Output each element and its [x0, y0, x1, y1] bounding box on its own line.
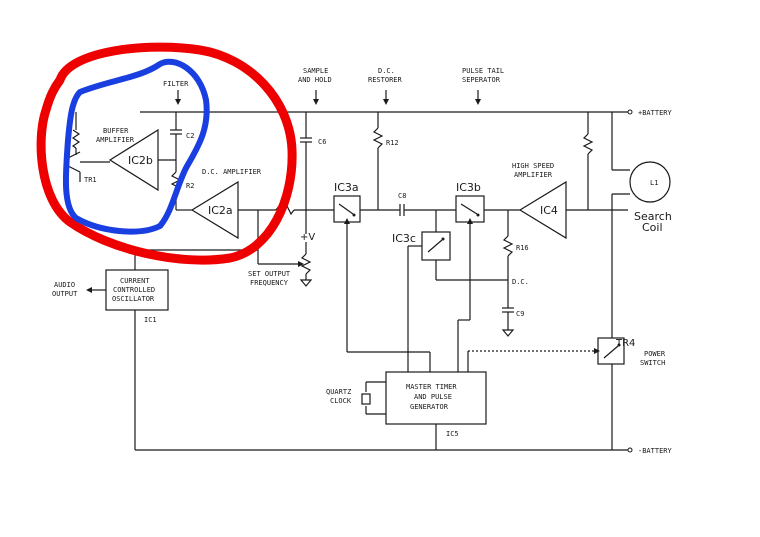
master-label-2: AND PULSE — [414, 393, 452, 401]
c9-label: C9 — [516, 310, 524, 318]
master-label-3: GENERATOR — [410, 403, 449, 411]
master-label: MASTER TIMER — [406, 383, 457, 391]
switch-ic3b: IC3b — [455, 181, 520, 372]
dc-amp-label: D.C. AMPLIFIER — [202, 168, 262, 176]
frequency-pot: +V SET OUTPUT FREQUENCY — [248, 232, 315, 287]
quartz-label: QUARTZ — [326, 388, 351, 396]
cco-label-3: OSCILLATOR — [112, 295, 155, 303]
ic1-label: IC1 — [144, 316, 157, 324]
high-speed-amplifier: IC4 HIGH SPEED AMPLIFIER — [512, 162, 628, 240]
capacitor-c2: C2 — [170, 112, 194, 160]
c2-label: C2 — [186, 132, 194, 140]
switch-ic3a: IC3a — [333, 181, 431, 372]
tr4-label: TR4 — [615, 338, 635, 349]
ic3c-label: IC3c — [392, 232, 416, 245]
buffer-amplifier: TR1 IC2b BUFFER AMPLIFIER — [67, 112, 176, 192]
buffer-label-2: AMPLIFIER — [96, 136, 135, 144]
dc-node-label: D.C. — [512, 278, 529, 286]
c8-label: C8 — [398, 192, 406, 200]
search-coil-label-2: Coil — [642, 221, 663, 234]
dc-amplifier: IC2a D.C. AMPLIFIER — [176, 168, 334, 248]
resistor-r16: R16 D.C. C9 — [501, 210, 529, 337]
negative-rail: -BATTERY — [135, 447, 673, 455]
r12-label: R12 — [386, 139, 399, 147]
battery-neg-label: -BATTERY — [638, 447, 673, 455]
dc-restorer-label-2: RESTORER — [368, 76, 403, 84]
power-switch-label-2: SWITCH — [640, 359, 665, 367]
l1-label: L1 — [650, 179, 658, 187]
r2-label: R2 — [186, 182, 194, 190]
ic3a-label: IC3a — [334, 181, 359, 194]
sample-hold-label-2: AND HOLD — [298, 76, 332, 84]
pulse-tail-label: PULSE TAIL — [462, 67, 504, 75]
dc-restorer-label: D.C. — [378, 67, 395, 75]
positive-rail: +BATTERY — [140, 109, 673, 117]
ic4-label: IC4 — [540, 204, 558, 217]
cco-label: CURRENT — [120, 277, 150, 285]
pulse-tail-label-2: SEPERATOR — [462, 76, 501, 84]
ic2b-label: IC2b — [128, 154, 153, 167]
c6-label: C6 — [318, 138, 326, 146]
resistor-r12: R12 — [372, 112, 399, 210]
blue-annotation-outline — [62, 58, 210, 235]
hs-amp-label: HIGH SPEED — [512, 162, 554, 170]
filter-label: FILTER — [163, 80, 189, 88]
power-switch-tr4: TR4 POWER SWITCH — [467, 337, 666, 450]
power-switch-label: POWER — [644, 350, 666, 358]
sample-hold-label: SAMPLE — [303, 67, 328, 75]
ic3b-label: IC3b — [456, 181, 481, 194]
current-controlled-oscillator: CURRENT CONTROLLED OSCILLATOR IC1 AUDIO … — [52, 249, 258, 450]
battery-pos-label: +BATTERY — [638, 109, 673, 117]
ic5-label: IC5 — [446, 430, 459, 438]
audio-output-label: AUDIO — [54, 281, 75, 289]
r16-label: R16 — [516, 244, 529, 252]
set-output-label: SET OUTPUT — [248, 270, 291, 278]
switch-ic3c: IC3c — [392, 210, 508, 372]
master-timer: MASTER TIMER AND PULSE GENERATOR IC5 QUA… — [326, 371, 487, 450]
ic2a-label: IC2a — [208, 204, 233, 217]
set-output-label-2: FREQUENCY — [250, 279, 289, 287]
audio-output-label-2: OUTPUT — [52, 290, 78, 298]
buffer-label: BUFFER — [103, 127, 129, 135]
coil-section: L1 Search Coil — [582, 112, 672, 338]
quartz-label-2: CLOCK — [330, 397, 352, 405]
cco-label-2: CONTROLLED — [113, 286, 155, 294]
hs-amp-label-2: AMPLIFIER — [514, 171, 553, 179]
search-coil-label: Search — [634, 210, 672, 223]
plus-v-label: +V — [300, 232, 315, 243]
capacitor-c8: C8 — [398, 192, 456, 216]
red-annotation-outline — [36, 42, 297, 265]
capacitor-c6: C6 — [300, 112, 326, 234]
tr1-label: TR1 — [84, 176, 97, 184]
